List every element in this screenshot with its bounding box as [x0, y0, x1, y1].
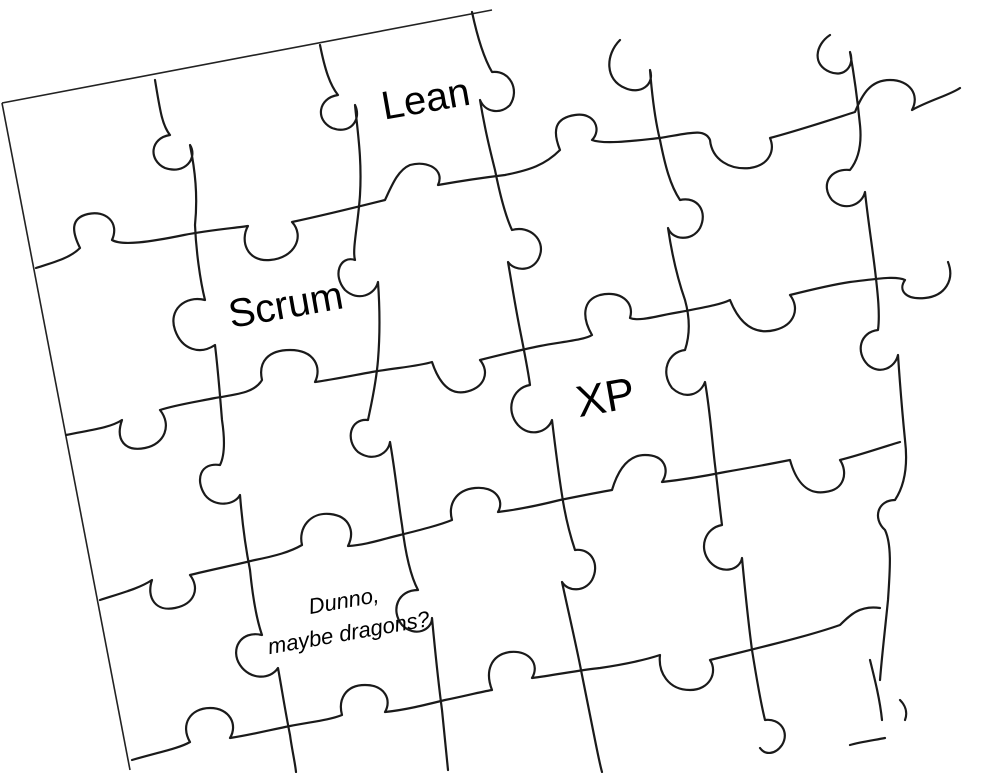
puzzle-seam-col-3 [470, 10, 604, 773]
puzzle-seam-col-1 [152, 78, 298, 773]
puzzle-seam-col-4 [608, 38, 786, 754]
puzzle-seam-col-2 [318, 43, 450, 772]
puzzle-left-border [1, 102, 131, 771]
puzzle-seam-row-2 [64, 260, 952, 450]
lean-label: Lean [378, 70, 473, 129]
dragons-label-line2: maybe dragons? [266, 606, 432, 659]
puzzle-seam-fragment-right [848, 658, 908, 747]
puzzle-top-border [1, 9, 493, 104]
puzzle-seam-col-5 [816, 33, 908, 682]
puzzle-seam-row-1 [34, 78, 962, 270]
puzzle-seam-row-3 [98, 440, 902, 610]
dragons-label-line1: Dunno, [307, 582, 381, 619]
scrum-label: Scrum [225, 273, 346, 336]
xp-label: XP [572, 368, 638, 426]
puzzle-seam-row-4 [130, 606, 882, 762]
